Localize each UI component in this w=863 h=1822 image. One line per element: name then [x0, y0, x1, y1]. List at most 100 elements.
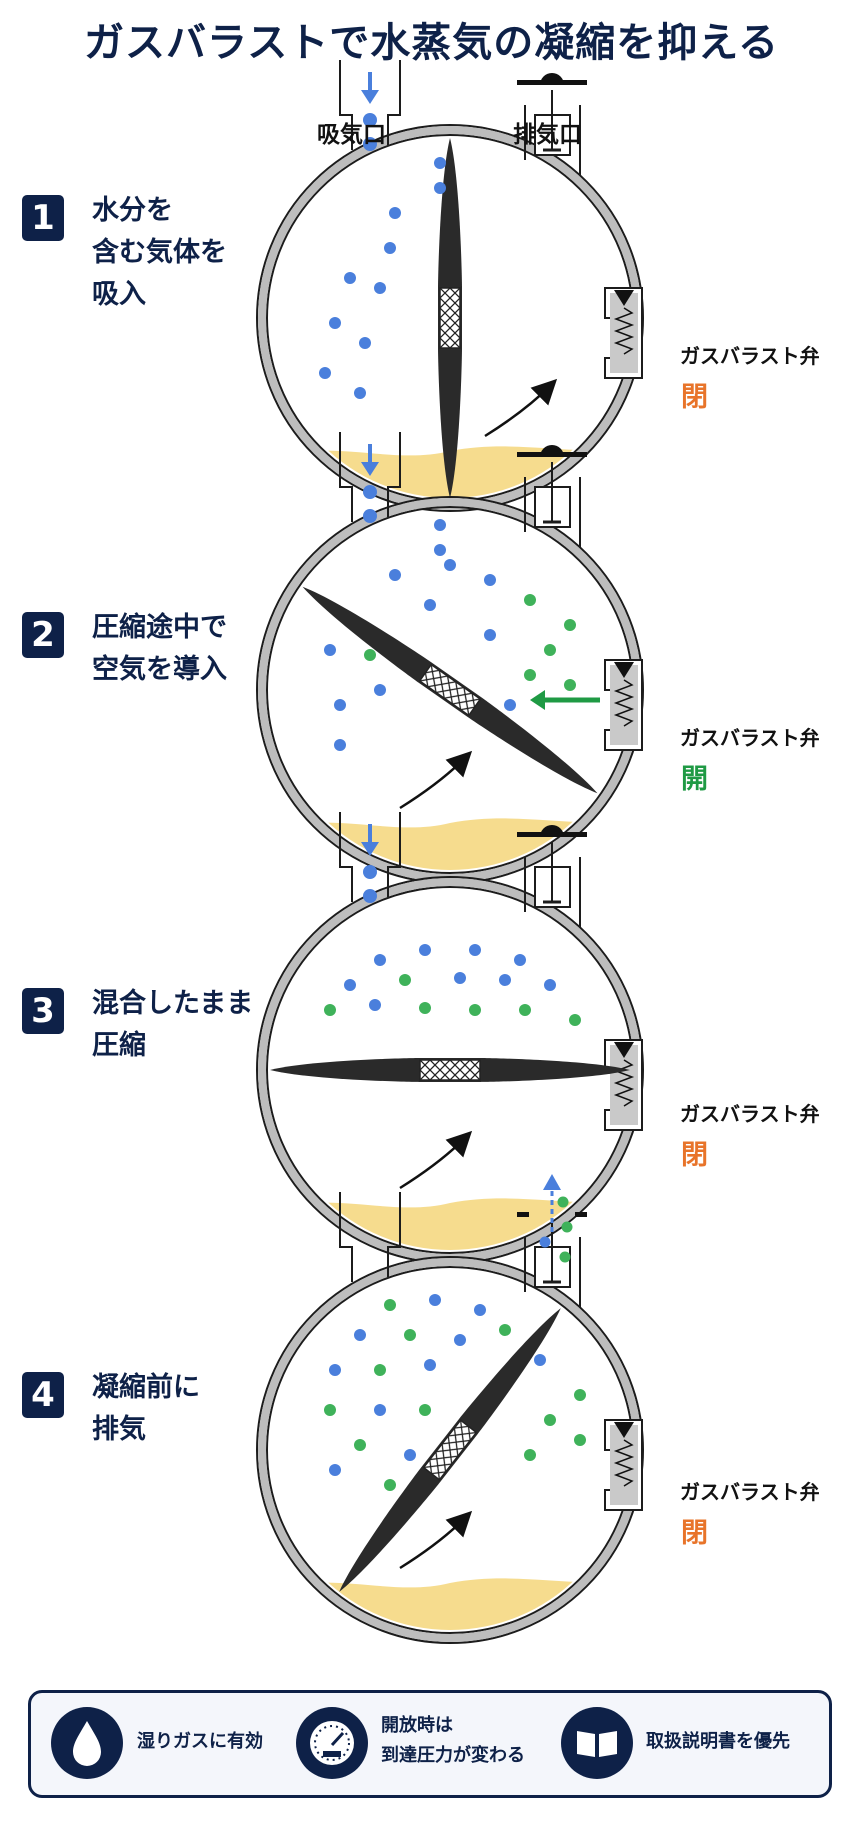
- pump-3-ballast-spring: [613, 1059, 635, 1107]
- pump-4-particle-9: [424, 1359, 436, 1371]
- pump-2-ballast-spring: [613, 679, 635, 727]
- pump-3-exhaust-knob: [540, 825, 564, 837]
- pump-2-particle-14: [334, 699, 346, 711]
- pump-4-particle-18: [404, 1449, 416, 1461]
- pump-3-condensate: [270, 1198, 630, 1250]
- pump-3-particle-11: [419, 1002, 431, 1014]
- pump-4-rotation-arrow: [399, 1510, 473, 1570]
- pump-1-particle-1: [434, 182, 446, 194]
- pump-2-intake-right: [387, 432, 401, 517]
- pump-1-ballast-plug: [614, 290, 634, 306]
- pump-2-particle-6: [524, 594, 536, 606]
- step-3-valve-state: 閉: [681, 1140, 708, 1171]
- pump-4-exhaust-handle-right: [575, 1212, 587, 1217]
- pump-3-rotor-spring: [419, 1059, 481, 1081]
- pump-3-intake-dot-1: [363, 865, 377, 879]
- pump-1-exhaust-knob: [540, 73, 564, 85]
- pump-4-particle-14: [419, 1404, 431, 1416]
- pump-4-intake-right: [387, 1192, 401, 1277]
- pump-3-ballast-body: [610, 1045, 638, 1125]
- step-2-valve-state: 開: [681, 764, 708, 795]
- pump-1-particle-2: [389, 207, 401, 219]
- pump-1-rotor: [438, 138, 462, 498]
- pump-3-intake-arrow-head: [361, 842, 379, 856]
- pump-3-particle-4: [344, 979, 356, 991]
- note-1-text: 湿りガスに有効: [137, 1731, 263, 1752]
- pump-4-particle-11: [574, 1389, 586, 1401]
- pump-4-particle-19: [524, 1449, 536, 1461]
- pump-4-particle-0: [384, 1299, 396, 1311]
- pump-4-rotor: [339, 1308, 561, 1592]
- notes-panel: 湿りガスに有効 開放時は 到達圧力が変わる 取扱説明書を優先: [28, 1690, 832, 1798]
- pump-3-intake-left: [339, 812, 353, 902]
- pump-2-ballast-body: [610, 665, 638, 745]
- pump-3-rotor: [270, 1058, 630, 1082]
- step-4-valve-label: ガスバラスト弁: [680, 1480, 820, 1504]
- pump-3-particle-12: [469, 1004, 481, 1016]
- step-4-valve-state: 閉: [681, 1518, 708, 1549]
- pump-3-particle-13: [519, 1004, 531, 1016]
- pump-2-particle-10: [324, 644, 336, 656]
- step-2-text: 圧縮途中で 空気を導入: [92, 612, 227, 685]
- pump-3-particle-0: [374, 954, 386, 966]
- pump-4-particle-20: [329, 1464, 341, 1476]
- pump-4-particle-21: [384, 1479, 396, 1491]
- pump-2-particle-12: [524, 669, 536, 681]
- pump-3-particle-14: [569, 1014, 581, 1026]
- water-drop-icon: [51, 1707, 123, 1779]
- pump-2-condensate: [270, 818, 630, 870]
- pump-2-rotation-arrow: [399, 750, 473, 810]
- pump-2-rotor: [302, 586, 598, 794]
- pump-4-particle-6: [499, 1324, 511, 1336]
- pump-3-particle-2: [469, 944, 481, 956]
- exhaust-port-label: 排気口: [513, 122, 582, 148]
- step-4-badge: 4: [22, 1372, 64, 1418]
- pump-4-exhaust-particle-3: [559, 1251, 571, 1263]
- pump-4-particle-8: [374, 1364, 386, 1376]
- pump-1-ballast-body: [610, 293, 638, 373]
- pump-4-ballast-spring: [613, 1439, 635, 1487]
- pressure-gauge-icon: [296, 1707, 368, 1779]
- pump-4-exhaust-particle-1: [561, 1221, 573, 1233]
- pump-1-intake-right: [387, 60, 401, 145]
- pump-3-intake-right: [387, 812, 401, 897]
- pump-4-particle-5: [454, 1334, 466, 1346]
- step-1-valve-label: ガスバラスト弁: [680, 344, 820, 368]
- pump-4-exhaust-particle-2: [539, 1236, 551, 1248]
- pump-3-particle-5: [399, 974, 411, 986]
- pump-2-intake-left: [339, 432, 353, 522]
- step-3-badge: 3: [22, 988, 64, 1034]
- pump-2-ballast-plug: [614, 662, 634, 678]
- pump-2-intake-dot-1: [363, 485, 377, 499]
- pump-4-particle-1: [429, 1294, 441, 1306]
- pump-3-particle-6: [454, 972, 466, 984]
- pump-3-particle-7: [499, 974, 511, 986]
- pump-2-particle-4: [484, 574, 496, 586]
- step-1-valve-state: 閉: [681, 382, 708, 413]
- pump-1-ballast-spring: [613, 307, 635, 355]
- step-2-valve-label: ガスバラスト弁: [680, 726, 820, 750]
- open-book-icon: [561, 1707, 633, 1779]
- pump-4-ballast-plug: [614, 1422, 634, 1438]
- pump-2-particle-0: [434, 519, 446, 531]
- pump-4-particle-15: [544, 1414, 556, 1426]
- pump-3-particle-1: [419, 944, 431, 956]
- pump-2-particle-13: [564, 679, 576, 691]
- pump-3-ballast-plug: [614, 1042, 634, 1058]
- step-1-badge: 1: [22, 195, 64, 241]
- pump-1-rotor-spring: [439, 287, 461, 349]
- pump-4-particle-3: [354, 1329, 366, 1341]
- pump-2-particle-9: [544, 644, 556, 656]
- pump-2-particle-11: [364, 649, 376, 661]
- step-1-text: 水分を 含む気体を 吸入: [92, 195, 227, 310]
- pump-1-particle-9: [354, 387, 366, 399]
- pump-2-ballast-airflow-head: [530, 690, 545, 710]
- pump-2-exhaust-knob: [540, 445, 564, 457]
- pump-4-particle-12: [324, 1404, 336, 1416]
- pump-4-exhaust-particle-0: [557, 1196, 569, 1208]
- note-2-text: 開放時は 到達圧力が変わる: [381, 1715, 525, 1766]
- pump-4-exhaust-handle-left: [517, 1212, 529, 1217]
- pump-2-particle-8: [484, 629, 496, 641]
- step-4-text: 凝縮前に 排気: [92, 1372, 200, 1445]
